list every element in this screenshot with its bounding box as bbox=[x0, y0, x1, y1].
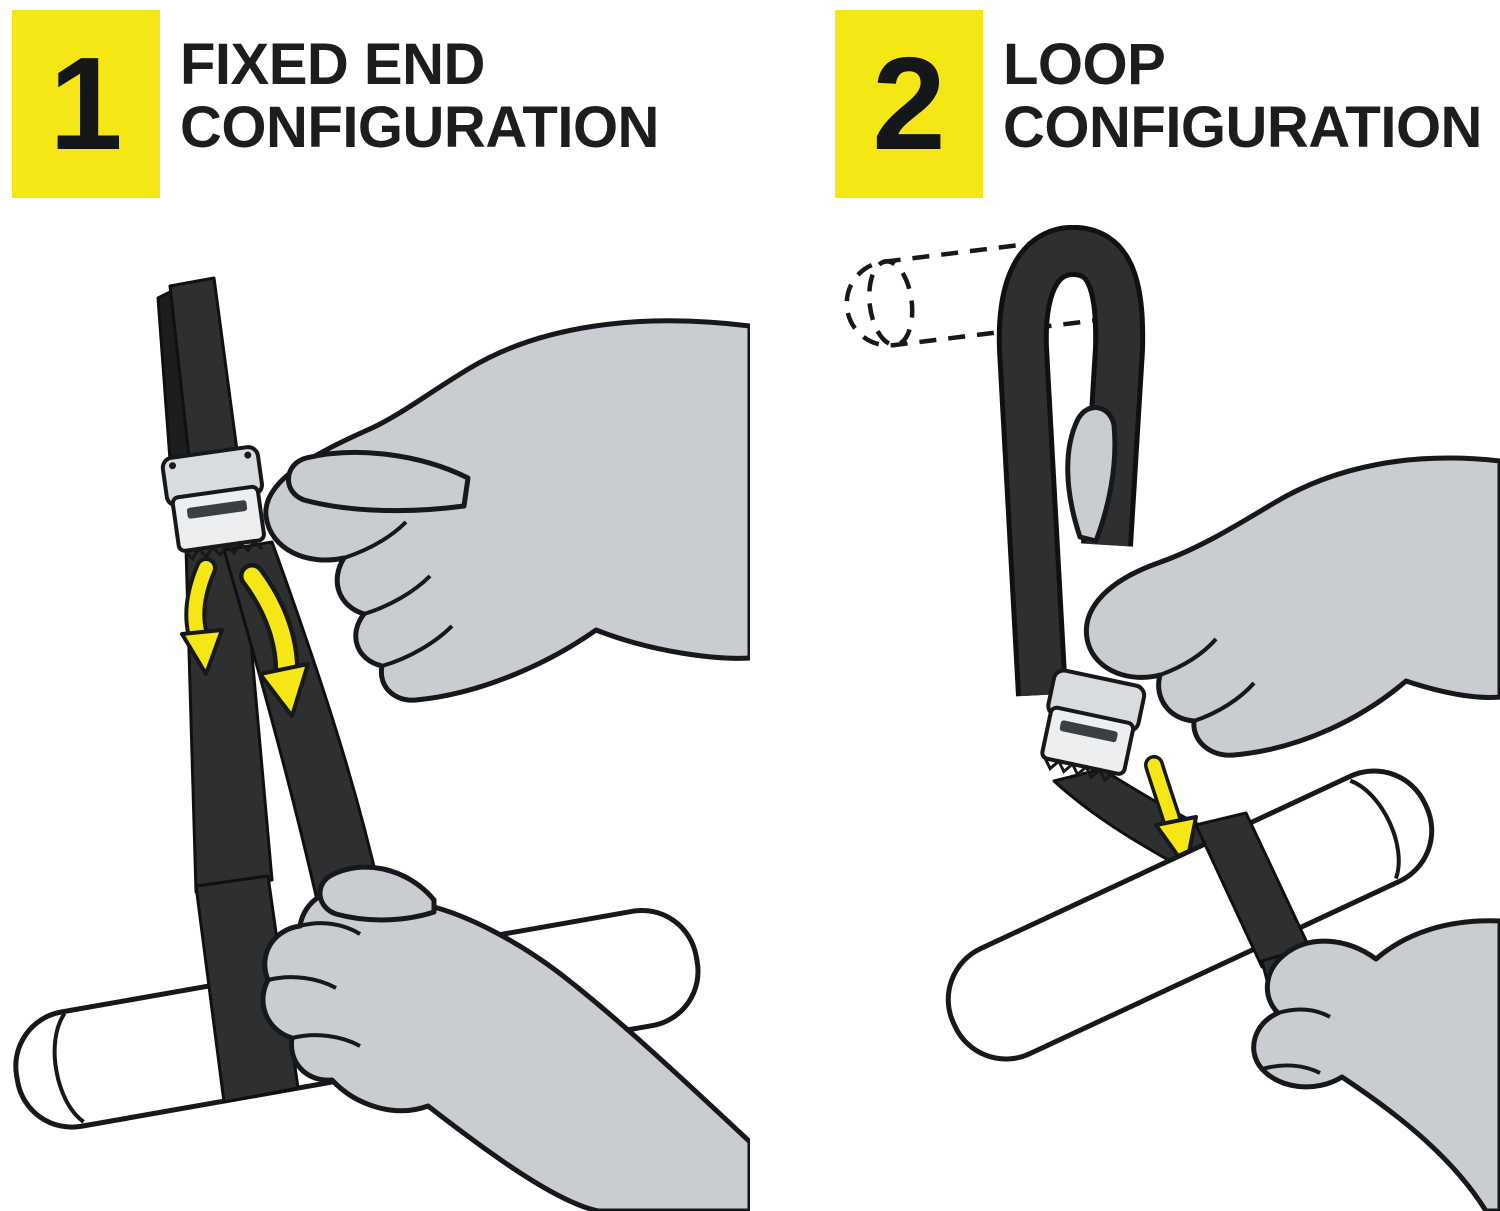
step-1-title-line1: FIXED END bbox=[180, 32, 485, 97]
panel-step-2: 2 LOOP CONFIGURATION bbox=[750, 0, 1500, 1211]
loop-illustration bbox=[844, 225, 1500, 1211]
strap-over-pole bbox=[194, 874, 300, 1104]
upper-hand-thumb bbox=[1065, 405, 1118, 544]
feed-direction-arrows bbox=[180, 557, 310, 718]
cam-buckle bbox=[160, 445, 266, 562]
upper-hand bbox=[1065, 405, 1500, 758]
step-2-header: 2 LOOP CONFIGURATION bbox=[835, 10, 1500, 198]
feed-arrow-small-icon bbox=[180, 557, 224, 676]
feed-arrow-large-icon bbox=[239, 563, 310, 718]
step-2-title: LOOP CONFIGURATION bbox=[1003, 32, 1482, 160]
step-1-number-badge: 1 bbox=[12, 10, 160, 198]
step-2-number: 2 bbox=[872, 30, 946, 177]
step-2-title-line2: CONFIGURATION bbox=[1003, 94, 1482, 160]
panel-step-1: 1 FIXED END CONFIGURATION bbox=[12, 10, 750, 1211]
lower-hand bbox=[1251, 918, 1500, 1211]
step-1-title: FIXED END CONFIGURATION bbox=[180, 32, 659, 160]
upper-hand bbox=[263, 318, 750, 703]
upper-hand-thumb bbox=[286, 450, 471, 514]
strap-loop bbox=[996, 225, 1146, 697]
step-1-header: 1 FIXED END CONFIGURATION bbox=[12, 10, 750, 198]
cam-buckle bbox=[1040, 668, 1147, 783]
fixed-end-illustration bbox=[13, 276, 750, 1211]
step-2-title-line1: LOOP bbox=[1003, 32, 1166, 97]
pole bbox=[945, 768, 1435, 1062]
lower-hand bbox=[260, 864, 750, 1211]
step-1-number: 1 bbox=[49, 30, 123, 177]
step-1-title-line2: CONFIGURATION bbox=[180, 94, 659, 160]
step-2-number-badge: 2 bbox=[835, 10, 983, 198]
lower-hand-thumb bbox=[317, 864, 437, 923]
